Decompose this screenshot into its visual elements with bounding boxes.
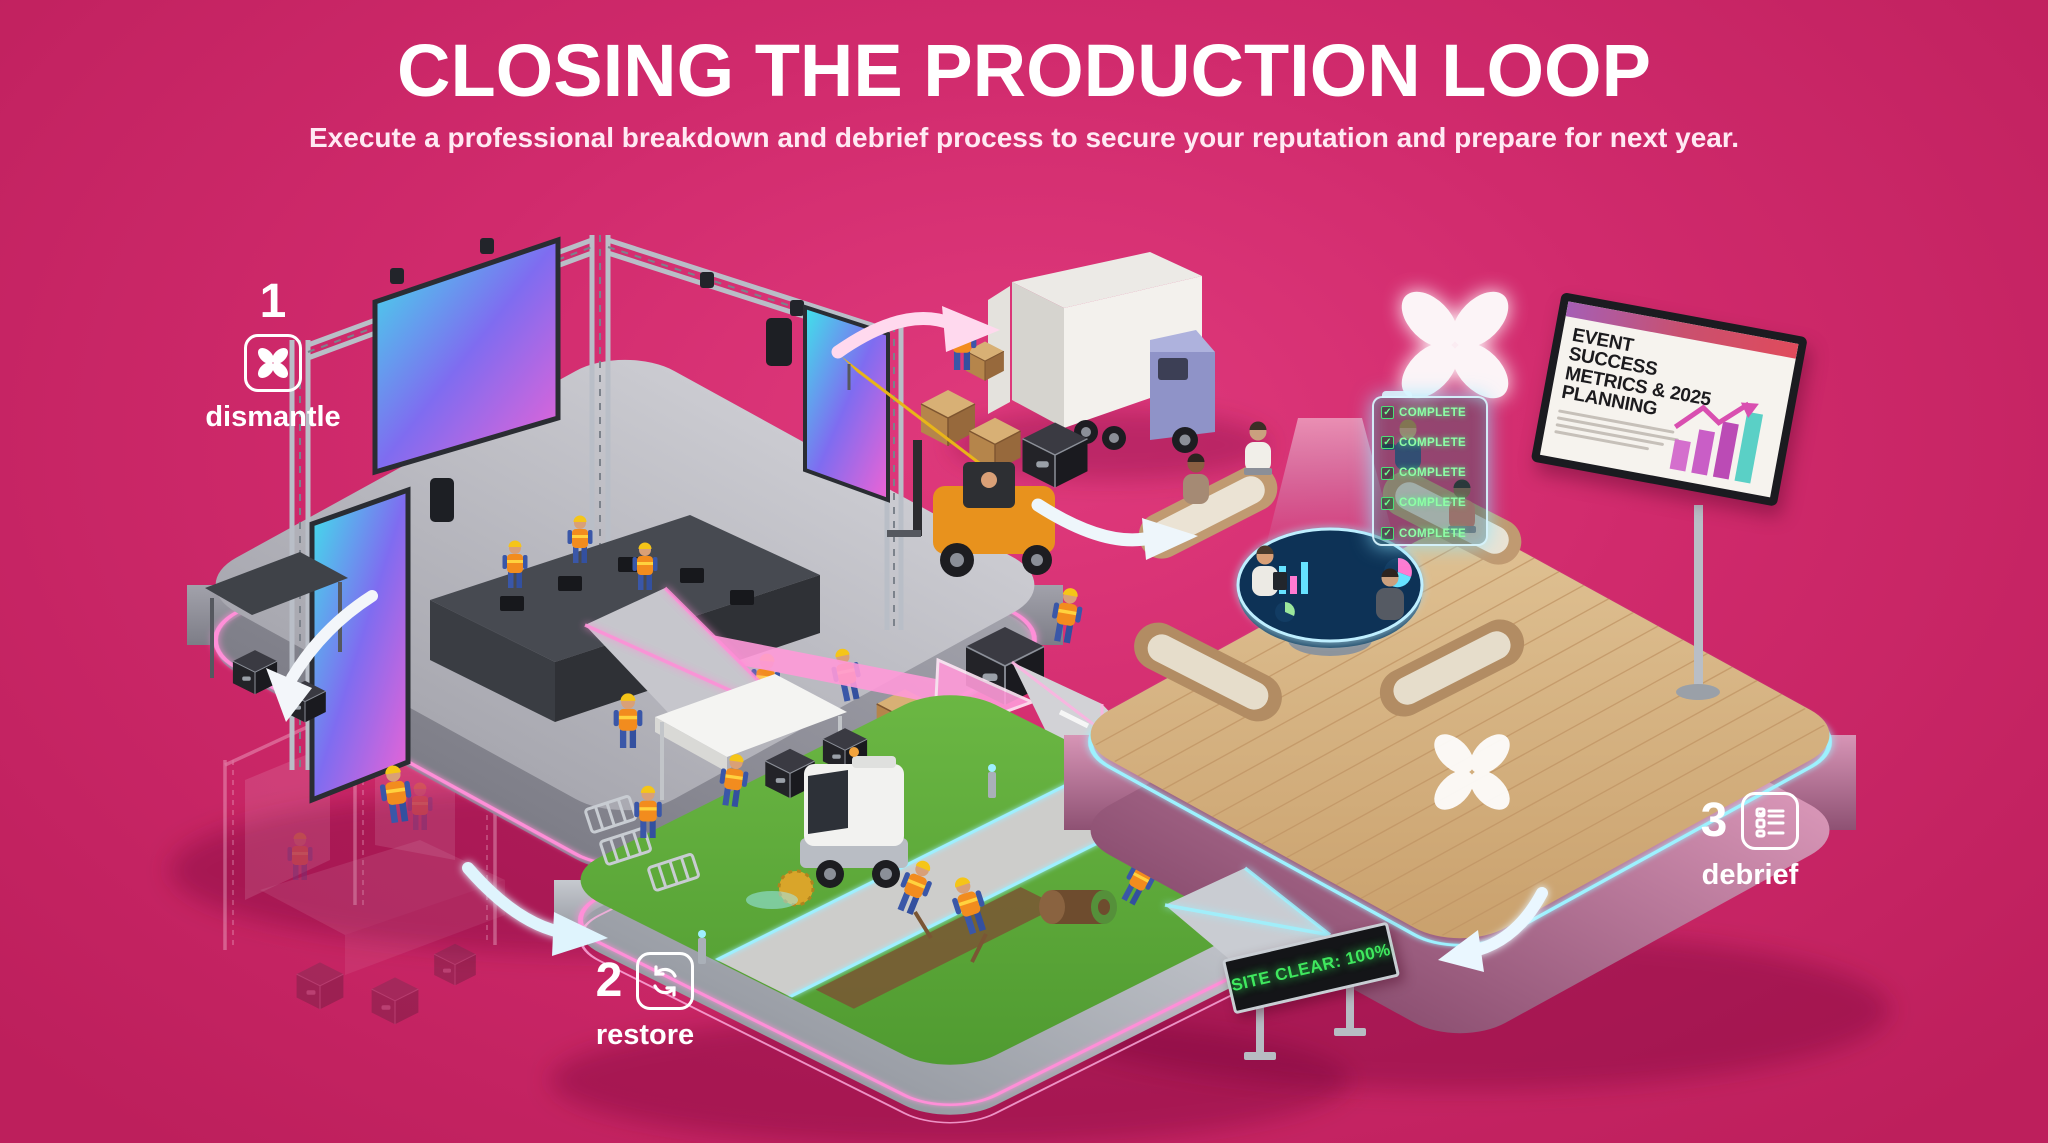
sod-roll <box>1039 890 1117 924</box>
person <box>1244 421 1272 475</box>
restore-workers <box>634 752 1303 963</box>
checkbox-checked-icon: ✓ <box>1381 466 1394 480</box>
page-subtitle: Execute a professional breakdown and deb… <box>309 122 1739 153</box>
person <box>1252 545 1287 596</box>
step-number: 3 <box>1700 794 1728 847</box>
box-truck <box>920 252 1215 489</box>
pinwheel-petals-icon <box>244 334 302 392</box>
person <box>1376 568 1404 620</box>
step-dismantle: 1 dismantle <box>198 278 348 434</box>
arrow-stage-to-truck <box>831 306 1000 359</box>
checklist-row: ✓ COMPLETE <box>1381 466 1480 480</box>
arrow-ghost-to-restore <box>462 862 608 956</box>
step-debrief: 3 debrief <box>1660 792 1840 892</box>
checkbox-checked-icon: ✓ <box>1381 496 1394 510</box>
screen-pole <box>1676 505 1720 700</box>
step-label: dismantle <box>205 401 341 433</box>
refresh-cycle-icon <box>636 952 695 1010</box>
stage-lights <box>390 238 804 316</box>
checklist-row: ✓ COMPLETE <box>1381 406 1480 419</box>
step-number: 1 <box>259 275 287 328</box>
step-label: debrief <box>1701 859 1799 891</box>
checkbox-checked-icon: ✓ <box>1381 527 1394 540</box>
arrow-debrief-to-restore <box>1438 887 1548 972</box>
arrow-truck-to-debrief <box>1031 498 1198 560</box>
led-screen-left <box>309 486 411 804</box>
arrow-dismantle-to-ghost <box>266 590 378 722</box>
restore-props <box>584 674 1381 964</box>
crowd-barriers <box>584 795 700 892</box>
holographic-checklist: ✓ COMPLETE ✓ COMPLETE ✓ COMPLETE ✓ COMPL… <box>1372 391 1488 546</box>
checkbox-checked-icon: ✓ <box>1381 406 1394 419</box>
metrics-presentation-screen: EVENT SUCCESS METRICS & 2025 PLANNING <box>1530 292 1808 507</box>
flow-arrows <box>266 306 1548 972</box>
growth-bar-chart <box>1669 401 1764 484</box>
butterfly-logo-glow <box>1391 281 1519 409</box>
telehandler-forklift <box>841 356 1055 577</box>
step-restore: 2 restore <box>560 952 730 1052</box>
checklist-row: ✓ COMPLETE <box>1381 436 1480 450</box>
street-sweeper <box>746 747 908 909</box>
page-title: CLOSING THE PRODUCTION LOOP <box>397 29 1651 112</box>
checklist-row: ✓ COMPLETE <box>1381 527 1480 540</box>
person <box>1448 479 1476 533</box>
checklist-row: ✓ COMPLETE <box>1381 496 1480 510</box>
person <box>1183 453 1209 504</box>
step-label: restore <box>595 1019 695 1051</box>
sign-posts <box>1244 968 1366 1060</box>
line-array-speakers <box>430 318 792 522</box>
holo-light-beam <box>1262 418 1400 562</box>
meeting-people <box>1183 419 1476 620</box>
light-bollards <box>698 764 996 964</box>
step-number: 2 <box>595 954 623 1007</box>
sofa <box>1134 622 1282 722</box>
led-screen-back <box>372 236 561 476</box>
sofa <box>1379 619 1525 717</box>
checklist-icon <box>1741 792 1800 850</box>
checkbox-checked-icon: ✓ <box>1381 436 1394 450</box>
led-screen-right <box>803 304 890 503</box>
person <box>1382 419 1421 470</box>
